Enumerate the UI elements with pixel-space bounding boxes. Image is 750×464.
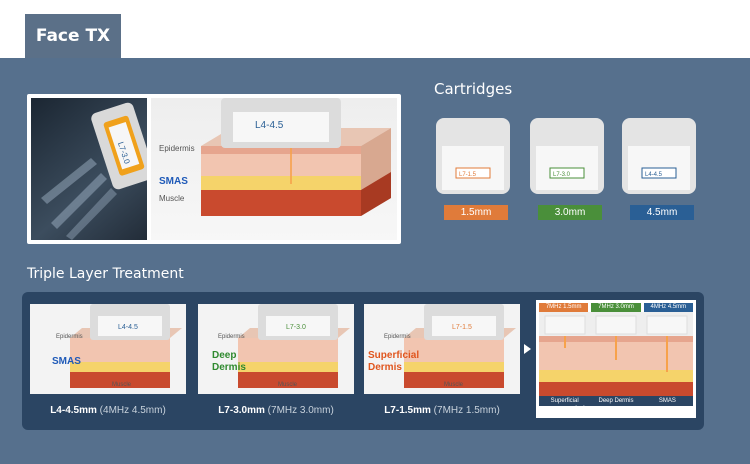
cartridges-title: Cartridges (434, 80, 513, 98)
combined-treatment-panel[interactable]: 7MHz 1.5mm 7MHz 3.0mm 4MHz 4.5mm Superfi… (536, 300, 696, 418)
panel-1-muscle: Muscle (112, 382, 132, 388)
panel-3-layer: Superficial Dermis (368, 350, 420, 373)
cartridge-1[interactable]: L7-1.5 (432, 116, 514, 196)
triple-layer-box: L4-4.5 Epidermis SMAS Muscle L7-3.0 Epid… (22, 292, 704, 430)
panel-2-illustration: L7-3.0 (238, 304, 350, 388)
smas-label: SMAS (159, 176, 188, 187)
combined-caption: Triple Layer Treatment (565, 405, 667, 416)
cartridge-3[interactable]: L4-4.5 (618, 116, 700, 196)
skin-cross-section: L4-4.5 Epidermis SMAS Muscle (151, 98, 397, 240)
depth-badge-2: 3.0mm (538, 205, 602, 220)
tab-title: Face TX (35, 26, 111, 46)
depth-badge-3: 4.5mm (630, 205, 694, 220)
face-tx-tab[interactable]: Face TX (25, 14, 121, 58)
device-illustration: L7-3.0 (41, 102, 147, 240)
panel-3-illustration: L7-1.5 (404, 304, 516, 388)
panel-3-muscle: Muscle (444, 382, 464, 388)
treatment-panel-3[interactable]: L7-1.5 Epidermis Superficial Dermis Musc… (364, 304, 520, 394)
panel-1-layer: SMAS (52, 356, 81, 367)
panel-2-caption: L7-3.0mm (7MHz 3.0mm) (196, 405, 356, 416)
arrow-right-icon (524, 344, 531, 354)
panel-1-caption-bold: L4-4.5mm (50, 405, 97, 416)
panel-2-muscle: Muscle (278, 382, 298, 388)
panel-3-epidermis: Epidermis (384, 334, 411, 340)
triple-layer-title: Triple Layer Treatment (27, 266, 184, 282)
panel-1-epidermis: Epidermis (56, 334, 83, 340)
panel-1-caption-rest: (4MHz 4.5mm) (99, 405, 166, 416)
probe-label: L4-4.5 (255, 120, 284, 131)
main-panel: L7-3.0 L4-4.5 Epidermis SMAS Muscle Car (0, 58, 750, 464)
epidermis-label: Epidermis (159, 144, 195, 153)
combined-footer-2: Deep Dermis (598, 398, 634, 404)
combined-illustration (539, 312, 693, 396)
panel-2-caption-rest: (7MHz 3.0mm) (267, 405, 334, 416)
combined-footer-3: SMAS (658, 398, 676, 404)
panel-3-caption-rest: (7MHz 1.5mm) (433, 405, 500, 416)
cartridge-2-label: L7-3.0 (553, 172, 571, 178)
panel-1-caption: L4-4.5mm (4MHz 4.5mm) (28, 405, 188, 416)
panel-2-layer: Deep Dermis (212, 350, 246, 373)
muscle-label: Muscle (159, 194, 185, 203)
cartridge-2[interactable]: L7-3.0 (526, 116, 608, 196)
combined-header-2: 7MHz 3.0mm (591, 303, 641, 312)
combined-footers: Superficial Deep Dermis SMAS (539, 396, 693, 406)
depth-badge-1: 1.5mm (444, 205, 508, 220)
panel-3-caption-bold: L7-1.5mm (384, 405, 431, 416)
combined-header-3: 4MHz 4.5mm (643, 303, 693, 312)
panel-3-caption: L7-1.5mm (7MHz 1.5mm) (362, 405, 522, 416)
panel-2-epidermis: Epidermis (218, 334, 245, 340)
combined-header-1: 7MHz 1.5mm (539, 303, 589, 312)
combined-headers: 7MHz 1.5mm 7MHz 3.0mm 4MHz 4.5mm (539, 303, 693, 312)
device-photo: L7-3.0 (31, 98, 147, 240)
treatment-panel-2[interactable]: L7-3.0 Epidermis Deep Dermis Muscle (198, 304, 354, 394)
cartridge-1-label: L7-1.5 (459, 172, 477, 178)
panel-3-probe: L7-1.5 (452, 324, 472, 331)
hero-image: L7-3.0 L4-4.5 Epidermis SMAS Muscle (27, 94, 401, 244)
treatment-panel-1[interactable]: L4-4.5 Epidermis SMAS Muscle (30, 304, 186, 394)
panel-1-illustration: L4-4.5 (70, 304, 182, 388)
cartridge-3-label: L4-4.5 (645, 172, 663, 178)
skin-illustration: L4-4.5 (201, 98, 391, 216)
panel-2-probe: L7-3.0 (286, 324, 306, 331)
panel-1-probe: L4-4.5 (118, 324, 138, 331)
cartridge-3-illustration: L4-4.5 (622, 118, 696, 194)
cartridge-2-illustration: L7-3.0 (530, 118, 604, 194)
combined-footer-1: Superficial (550, 398, 579, 404)
panel-2-caption-bold: L7-3.0mm (218, 405, 265, 416)
cartridge-1-illustration: L7-1.5 (436, 118, 510, 194)
